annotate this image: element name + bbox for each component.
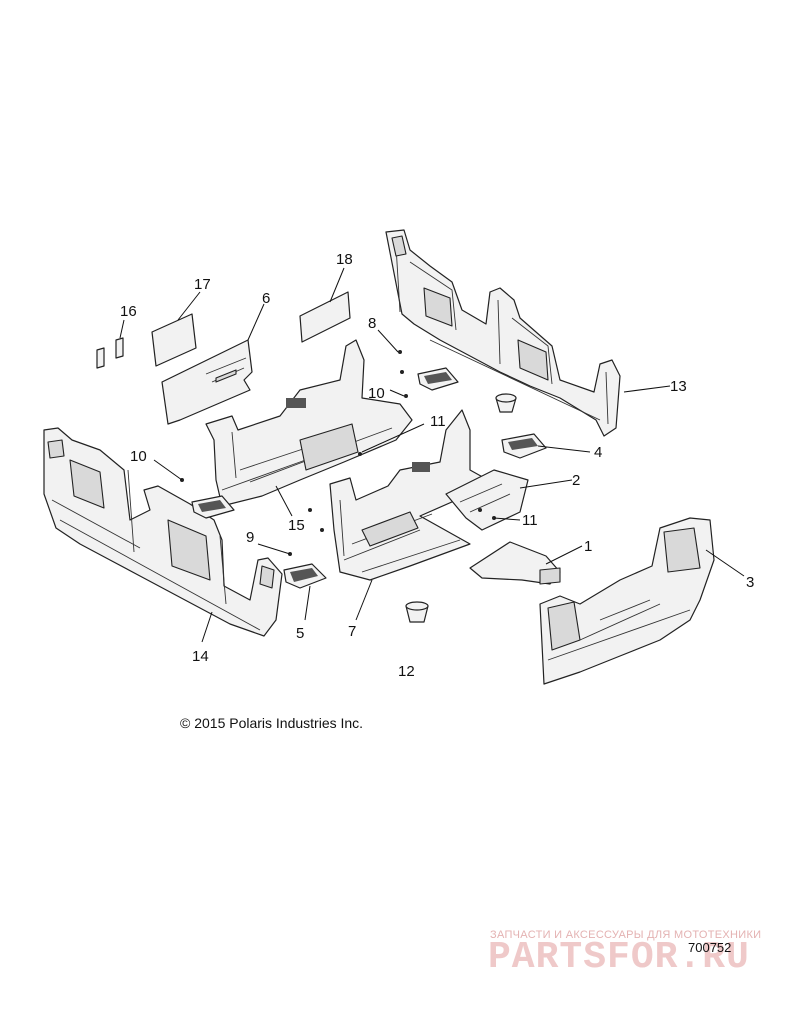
part-7-floor-panel-front xyxy=(329,409,489,581)
part-17-decal xyxy=(151,313,197,367)
watermark-logo: PARTSFOR.RU xyxy=(488,936,750,979)
callout-12: 12 xyxy=(398,663,415,680)
part-14-left-side-panel xyxy=(43,427,283,637)
part-6-liner-panel xyxy=(161,339,253,425)
callout-17: 17 xyxy=(194,276,211,293)
leader-lines xyxy=(119,267,745,643)
vent-grill-icon xyxy=(286,398,306,408)
callout-labels: 1 2 3 4 5 6 7 8 9 10 10 11 11 12 13 14 1… xyxy=(120,251,754,680)
callout-16: 16 xyxy=(120,303,137,320)
callout-15: 15 xyxy=(288,517,305,534)
vent-grill-icon xyxy=(412,462,430,472)
callout-11-lower: 11 xyxy=(522,512,538,529)
part-13-rear-side-panel xyxy=(385,229,621,437)
callout-10-center: 10 xyxy=(368,385,385,402)
fasteners xyxy=(180,350,496,556)
callout-3: 3 xyxy=(746,574,754,591)
copyright-notice: © 2015 Polaris Industries Inc. xyxy=(180,715,364,731)
footrest-rear-floor xyxy=(417,367,459,391)
part-4-footrest-right xyxy=(501,433,547,459)
part-16-small-labels xyxy=(96,337,124,369)
callout-9: 9 xyxy=(246,529,254,546)
callout-1: 1 xyxy=(584,538,592,555)
callout-11-upper: 11 xyxy=(430,413,446,430)
part-2-floor-panel-right xyxy=(445,469,529,531)
footrest-left-floor xyxy=(191,495,235,519)
callout-13: 13 xyxy=(670,378,687,395)
callout-8: 8 xyxy=(368,315,376,332)
plug-cap-upper xyxy=(495,393,517,413)
callout-18: 18 xyxy=(336,251,353,268)
part-5-footrest-left xyxy=(283,563,327,589)
callout-10-left: 10 xyxy=(130,448,147,465)
callout-2: 2 xyxy=(572,472,580,489)
part-1-floor-panel-front-right xyxy=(469,541,561,585)
part-3-front-footwell-panel xyxy=(539,517,715,685)
callout-14: 14 xyxy=(192,648,209,665)
callout-6: 6 xyxy=(262,290,270,307)
part-12-plug-cap xyxy=(405,601,429,623)
callout-4: 4 xyxy=(594,444,602,461)
drawing-number: 700752 xyxy=(688,940,732,955)
watermark-tagline: ЗАПЧАСТИ И АКСЕССУАРЫ ДЛЯ МОТОТЕХНИКИ xyxy=(490,929,762,941)
part-18-decal xyxy=(299,291,351,343)
callout-5: 5 xyxy=(296,625,304,642)
callout-7: 7 xyxy=(348,623,356,640)
